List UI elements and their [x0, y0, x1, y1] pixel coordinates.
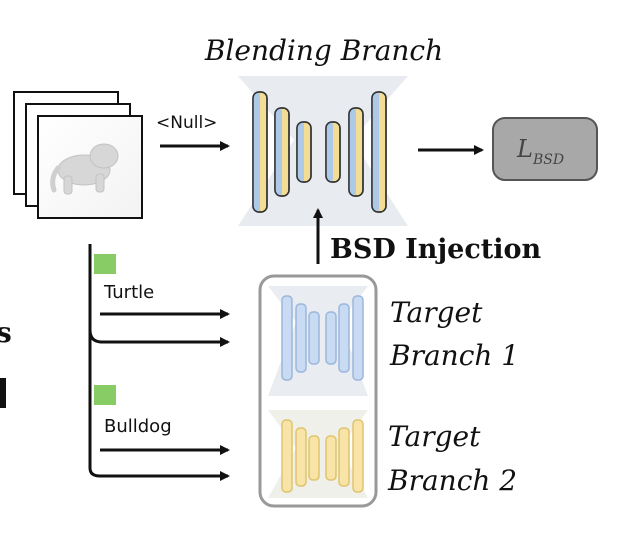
target-branch-2-unet: [268, 410, 368, 498]
blending-branch-unet: [238, 76, 408, 226]
loss-subscript: BSD: [532, 152, 564, 168]
bsd-injection-label: BSD Injection: [330, 234, 542, 265]
cutoff-mark: [0, 378, 6, 408]
branch-connector: [88, 244, 122, 478]
target-branch-1-unet: [268, 286, 368, 396]
loss-box: L BSD: [492, 117, 598, 181]
target-branch-2-title-line2: Branch 2: [387, 464, 517, 497]
target-branch-1-title-line1: Target: [390, 296, 483, 329]
prompt-null: <Null>: [156, 113, 217, 133]
loss-symbol: L: [516, 135, 533, 163]
prompt-bulldog: Bulldog: [104, 416, 172, 437]
target-branch-2-title-line1: Target: [388, 420, 481, 453]
blending-branch-title: Blending Branch: [204, 34, 443, 67]
prompt-turtle: Turtle: [103, 282, 154, 303]
input-image-stack: [13, 91, 143, 219]
target-branch-1-title-line2: Branch 1: [389, 339, 519, 372]
token-turtle: [94, 254, 116, 274]
bulldog-image: [50, 143, 119, 195]
cutoff-text: s: [0, 316, 12, 349]
token-bulldog: [94, 385, 116, 405]
